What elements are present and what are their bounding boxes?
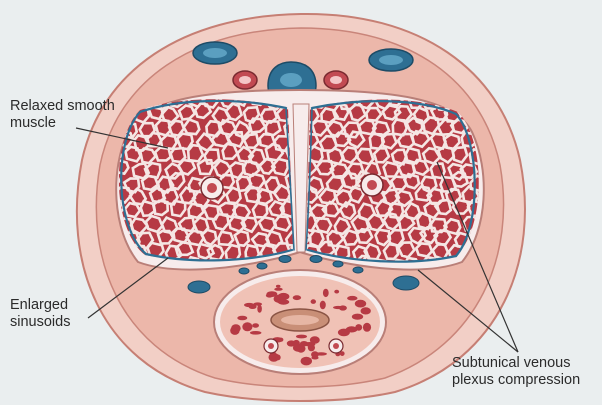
label-enlarged-sinusoids-line-2: sinusoids <box>10 314 70 331</box>
spongiosum-sinus <box>311 356 318 359</box>
urethra <box>271 309 329 331</box>
spongiosum-sinus <box>352 314 363 320</box>
spongiosum-sinus <box>333 306 343 309</box>
spongiosum-sinus <box>293 295 301 300</box>
spongiosum-sinus <box>355 300 366 308</box>
spongiosum-sinus <box>250 331 262 335</box>
spongiosum-sinus <box>244 303 254 307</box>
spongiosum-sinus <box>346 326 358 332</box>
label-enlarged-sinusoids-line-1: Enlarged <box>10 297 70 314</box>
cavernosal-artery-right <box>361 174 383 196</box>
spongiosum-sinus <box>320 301 326 310</box>
spongiosum-sinus <box>278 299 290 304</box>
spongiosum-sinus <box>252 323 259 328</box>
spongiosum-sinus <box>237 316 247 321</box>
spongiosum-sinus <box>334 290 339 294</box>
label-subtunical-venous-plexus-line-1: Subtunical venous <box>452 355 580 372</box>
spongiosum-sinus <box>276 285 281 288</box>
spongiosum-sinus <box>231 324 241 332</box>
spongiosum-sinus <box>279 338 284 342</box>
spongiosum-sinus <box>347 296 357 301</box>
spongiosum-sinus <box>311 299 316 304</box>
label-subtunical-venous-plexus-line-2: plexus compression <box>452 372 580 389</box>
spongiosum-sinus <box>257 305 262 313</box>
spongiosum-sinus <box>276 355 281 361</box>
label-enlarged-sinusoids: Enlarged sinusoids <box>10 297 70 331</box>
cavernosal-artery-left <box>201 177 223 199</box>
spongiosum-sinus <box>278 293 290 300</box>
spongiosum-sinus <box>266 294 273 298</box>
spongiosum-sinus <box>293 344 303 352</box>
spongiosum-sinus <box>323 289 329 297</box>
label-subtunical-venous-plexus: Subtunical venous plexus compression <box>452 355 580 389</box>
label-relaxed-smooth-muscle-line-1: Relaxed smooth <box>10 98 115 115</box>
label-relaxed-smooth-muscle-line-2: muscle <box>10 115 115 132</box>
spongiosum-sinus <box>363 323 371 332</box>
spongiosum-sinus <box>242 322 252 331</box>
spongiosum-sinus <box>308 344 315 351</box>
spongiosum-sinus <box>274 288 282 291</box>
spongiosum-sinus <box>361 307 371 314</box>
spongiosum-sinus <box>296 335 307 339</box>
label-relaxed-smooth-muscle: Relaxed smooth muscle <box>10 98 115 132</box>
spongiosum-sinus <box>301 357 312 366</box>
